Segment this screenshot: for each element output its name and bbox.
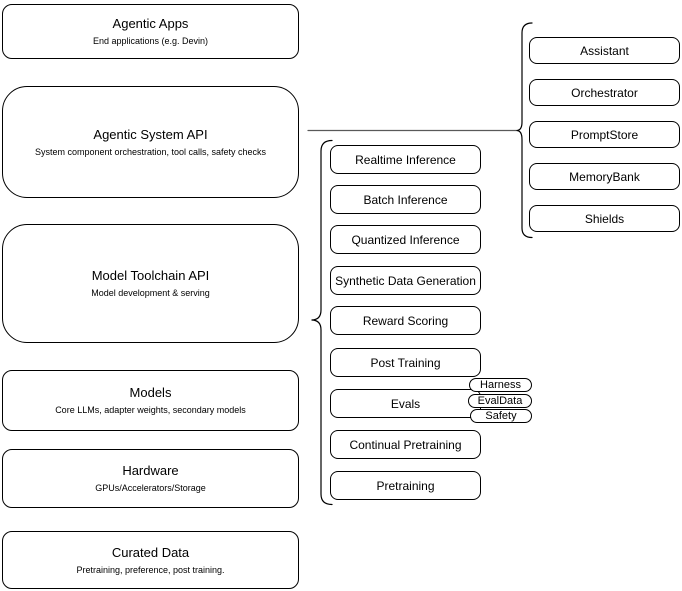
node-continual-pretraining: Continual Pretraining <box>330 430 481 459</box>
node-label: Continual Pretraining <box>349 437 462 452</box>
node-title: Curated Data <box>111 544 190 560</box>
tag-safety: Safety <box>470 409 532 423</box>
node-label: Evals <box>390 396 421 411</box>
node-subtitle: Model development & serving <box>91 288 210 298</box>
node-batch-inference: Batch Inference <box>330 185 481 214</box>
node-title: Model Toolchain API <box>91 268 210 283</box>
node-shields: Shields <box>529 205 680 232</box>
node-realtime-inference: Realtime Inference <box>330 145 481 174</box>
node-subtitle: End applications (e.g. Devin) <box>92 36 209 46</box>
node-models: Models Core LLMs, adapter weights, secon… <box>2 370 299 431</box>
node-label: Synthetic Data Generation <box>335 273 476 288</box>
node-label: Orchestrator <box>571 85 638 100</box>
node-hardware: Hardware GPUs/Accelerators/Storage <box>2 449 299 508</box>
node-pretraining: Pretraining <box>330 471 481 500</box>
node-model-toolchain-api: Model Toolchain API Model development & … <box>2 224 299 343</box>
node-subtitle: System component orchestration, tool cal… <box>34 146 267 157</box>
node-orchestrator: Orchestrator <box>529 79 680 106</box>
tag-label: Safety <box>485 410 517 422</box>
tag-evaldata: EvalData <box>468 394 532 408</box>
node-agentic-apps: Agentic Apps End applications (e.g. Devi… <box>2 4 299 59</box>
node-title: Models <box>129 385 172 400</box>
node-label: Batch Inference <box>363 192 448 207</box>
node-title: Agentic System API <box>93 126 208 142</box>
node-label: Pretraining <box>376 478 435 493</box>
node-subtitle: Pretraining, preference, post training. <box>76 564 225 575</box>
node-label: Quantized Inference <box>351 232 460 247</box>
node-assistant: Assistant <box>529 37 680 64</box>
node-reward-scoring: Reward Scoring <box>330 306 481 335</box>
node-evals: Evals <box>330 389 481 418</box>
node-memory-bank: MemoryBank <box>529 163 680 190</box>
node-subtitle: GPUs/Accelerators/Storage <box>95 483 206 493</box>
tag-label: EvalData <box>477 395 523 407</box>
node-label: Realtime Inference <box>355 152 456 167</box>
node-label: PromptStore <box>570 127 639 142</box>
node-label: Assistant <box>580 43 629 58</box>
tag-label: Harness <box>480 379 521 391</box>
brace-toolchain-components <box>311 139 333 506</box>
node-curated-data: Curated Data Pretraining, preference, po… <box>2 531 299 589</box>
node-label: Post Training <box>370 355 441 370</box>
node-title: Hardware <box>122 463 179 478</box>
node-quantized-inference: Quantized Inference <box>330 225 481 254</box>
node-post-training: Post Training <box>330 348 481 377</box>
node-prompt-store: PromptStore <box>529 121 680 148</box>
node-label: Shields <box>584 211 625 226</box>
node-subtitle: Core LLMs, adapter weights, secondary mo… <box>55 405 246 415</box>
node-label: Reward Scoring <box>362 313 449 328</box>
tag-harness: Harness <box>469 378 532 392</box>
node-title: Agentic Apps <box>112 16 189 31</box>
node-synthetic-data-generation: Synthetic Data Generation <box>330 266 481 295</box>
node-agentic-system-api: Agentic System API System component orch… <box>2 86 299 198</box>
node-label: MemoryBank <box>569 169 640 184</box>
